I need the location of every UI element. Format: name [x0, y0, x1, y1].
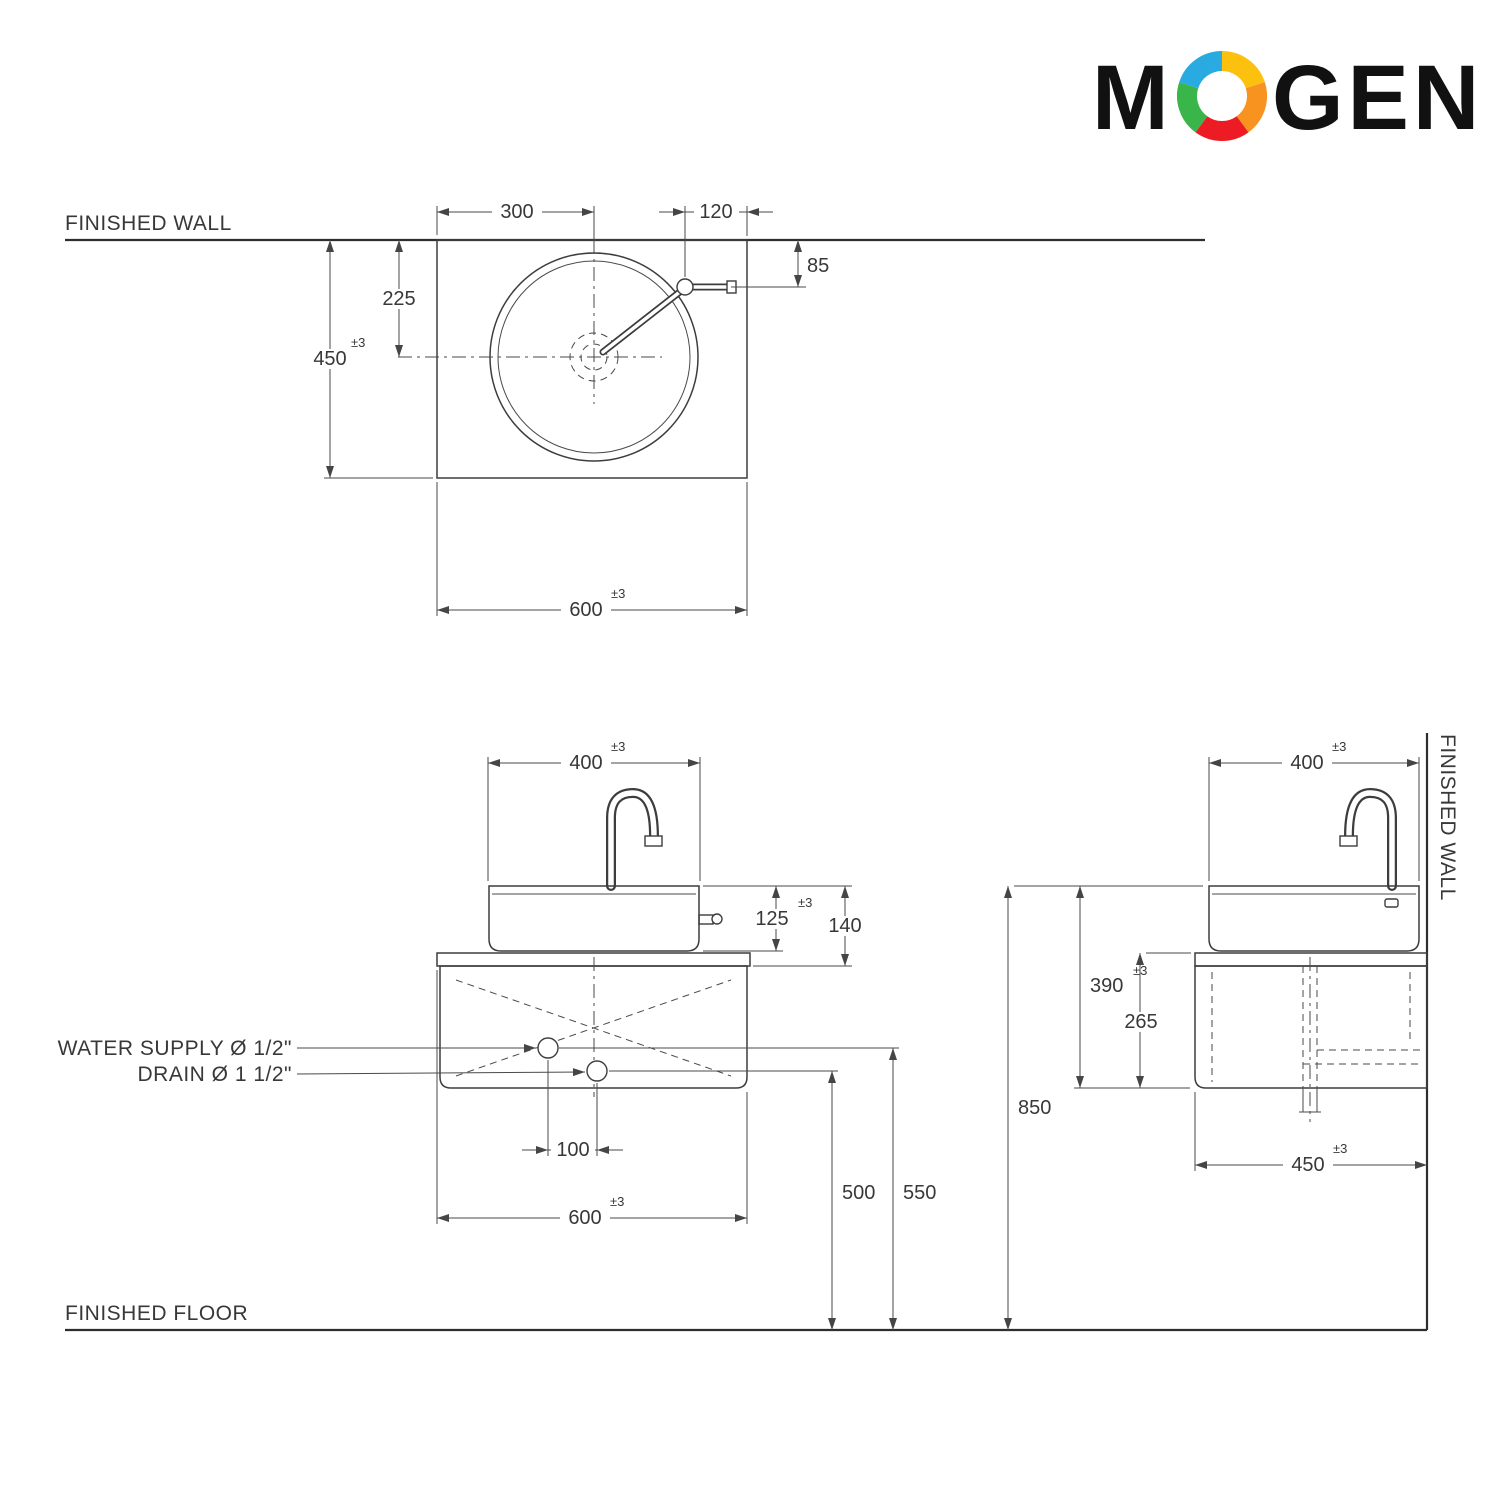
- dim-390-value: 390: [1090, 975, 1123, 997]
- dim-600-front-value: 600: [568, 1207, 601, 1229]
- cabinet-side: [1194, 965, 1428, 1089]
- hidden-plumbing: [1211, 957, 1420, 1122]
- dim-550: 550: [903, 1182, 936, 1204]
- dim-450-value: 450: [313, 348, 346, 370]
- mogen-logo: M GEN: [1092, 47, 1483, 149]
- front-dimensions: 400 ±3 125 ±3 140 100: [436, 739, 1203, 1330]
- wall-floor-references: FINISHED WALL FINISHED FLOOR FINISHED WA…: [65, 212, 1459, 1332]
- basin-front: [488, 885, 700, 952]
- dim-600-front-tolerance: ±3: [610, 1194, 624, 1209]
- water-supply-label: WATER SUPPLY Ø 1/2": [58, 1037, 292, 1060]
- faucet-side: [1339, 787, 1399, 908]
- countertop-side: [1194, 952, 1428, 967]
- dim-450-side-value: 450: [1291, 1154, 1324, 1176]
- dim-120: 120: [699, 201, 732, 223]
- countertop-plan: [436, 239, 748, 479]
- dim-400-side-tolerance: ±3: [1332, 739, 1346, 754]
- water-supply-hole: [537, 1037, 559, 1059]
- dim-125-value: 125: [755, 908, 788, 930]
- dim-125-tolerance: ±3: [798, 895, 812, 910]
- finished-wall-label: FINISHED WALL: [65, 212, 232, 235]
- faucet-joint: [676, 278, 694, 296]
- front-view: WATER SUPPLY Ø 1/2" DRAIN Ø 1 1/2" 400 ±…: [58, 739, 1203, 1330]
- logo-letters-gen: GEN: [1272, 47, 1483, 149]
- faucet-aerator-side: [1339, 835, 1358, 847]
- drain-hole-front: [586, 1060, 608, 1082]
- logo-letter-m: M: [1092, 47, 1173, 149]
- dim-500: 500: [842, 1182, 875, 1204]
- dim-450-side-tolerance: ±3: [1333, 1141, 1347, 1156]
- side-view: 400 ±3 390 ±3 265 450 ±3: [1074, 739, 1428, 1176]
- dim-400-side-value: 400: [1290, 752, 1323, 774]
- cabinet-cross-brace-2: [455, 979, 732, 1077]
- dim-400-front-tolerance: ±3: [611, 739, 625, 754]
- side-dimensions: 400 ±3 390 ±3 265 450 ±3: [1074, 739, 1427, 1176]
- drain-label: DRAIN Ø 1 1/2": [137, 1063, 292, 1086]
- plan-view: 300 120 85 225 450 ±3: [306, 201, 829, 621]
- dim-265: 265: [1124, 1011, 1157, 1033]
- dim-140: 140: [828, 915, 861, 937]
- plan-dimensions: 300 120 85 225 450 ±3: [306, 201, 829, 621]
- dim-300: 300: [500, 201, 533, 223]
- faucet-plan: [599, 278, 737, 356]
- cabinet-front: [439, 965, 748, 1089]
- dim-600-value: 600: [569, 599, 602, 621]
- dim-225: 225: [382, 288, 415, 310]
- dim-100: 100: [556, 1139, 589, 1161]
- finished-floor-label: FINISHED FLOOR: [65, 1302, 248, 1325]
- dim-450-tolerance: ±3: [351, 335, 365, 350]
- callouts: WATER SUPPLY Ø 1/2" DRAIN Ø 1 1/2": [58, 1037, 586, 1086]
- angle-valve-front: [698, 913, 723, 925]
- dim-600-tolerance: ±3: [611, 586, 625, 601]
- dim-850: 850: [1018, 1097, 1051, 1119]
- faucet-front: [606, 787, 663, 891]
- dim-400-front-value: 400: [569, 752, 602, 774]
- dim-85: 85: [807, 255, 829, 277]
- faucet-aerator: [644, 835, 663, 847]
- logo-o-ring-icon: [1177, 51, 1267, 141]
- faucet-handle-side: [1384, 898, 1399, 908]
- finished-wall-side-label: FINISHED WALL: [1436, 734, 1459, 901]
- basin-side: [1208, 885, 1420, 952]
